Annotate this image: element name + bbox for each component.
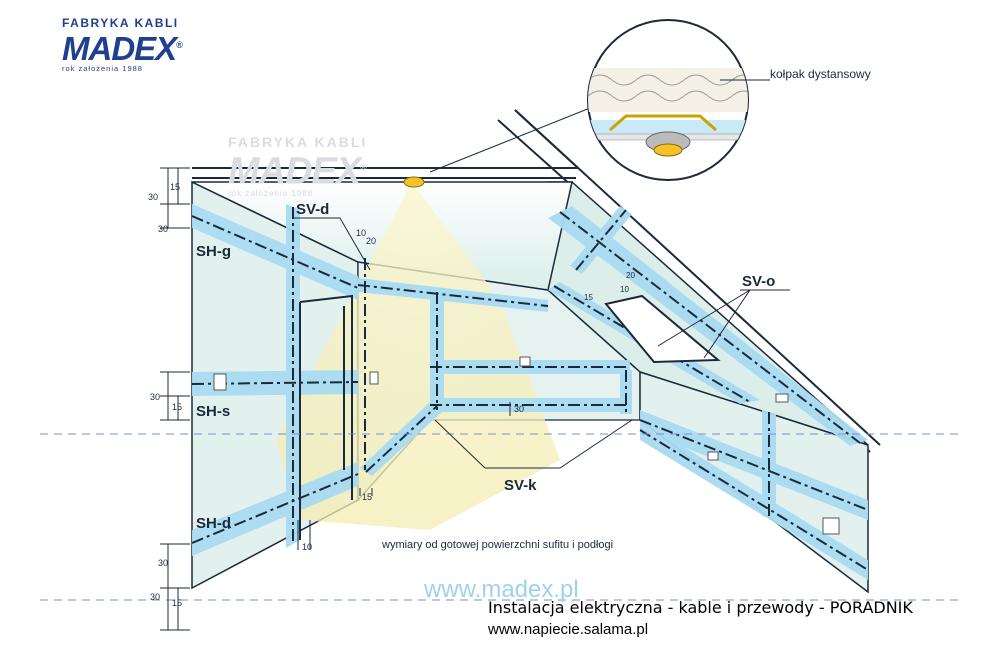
dim-15-bottom: 15: [172, 598, 182, 608]
dim-30-top: 30: [148, 192, 158, 202]
line-diag: [365, 405, 438, 473]
box-back: [369, 371, 379, 385]
logo-top-text: FABRYKA KABLI: [62, 16, 179, 30]
line-ceiling: [357, 284, 549, 307]
dim-15-mid: 15: [172, 402, 182, 412]
line-sh-g: [191, 215, 359, 289]
watermark-registered: ®: [360, 162, 367, 172]
roof-edge: [514, 109, 579, 169]
dim-15-door: 15: [362, 492, 372, 502]
door-frame: [299, 294, 353, 540]
dim-30-bottom: 30: [150, 592, 160, 602]
detail-inset: [587, 19, 749, 181]
dimension-lines: [160, 167, 511, 631]
band-sh-d: [192, 462, 358, 556]
line-slope-1: [559, 211, 861, 444]
logo-brand-text: MADEX: [62, 30, 177, 67]
madex-watermark: FABRYKA KABLI MADEX® rok założenia 1988: [228, 134, 403, 198]
watermark-brand-text: MADEX: [228, 150, 361, 193]
dim-15-slope: 15: [584, 293, 593, 302]
watermark-year: rok założenia 1988: [228, 188, 314, 198]
line-right-low: [639, 429, 869, 571]
label-kolpak: kołpak dystansowy: [770, 67, 871, 81]
label-sv-d: SV-d: [296, 201, 329, 218]
dim-20-slope: 20: [626, 271, 635, 280]
socket-slope: [775, 393, 789, 403]
dim-10-ceiling: 10: [356, 228, 366, 238]
cable-lines: [191, 207, 869, 571]
dim-30-back: 30: [514, 404, 524, 414]
band-sh-s: [192, 370, 358, 396]
watermark-top-text: FABRYKA KABLI: [228, 134, 368, 150]
socket-right-small: [707, 451, 719, 461]
band-back-vertical: [620, 370, 632, 414]
footer-title: Instalacja elektryczna - kable i przewod…: [488, 598, 913, 617]
madex-logo: FABRYKA KABLI MADEX® rok założenia 1988: [62, 16, 187, 73]
label-note: wymiary od gotowej powierzchni sufitu i …: [381, 539, 613, 551]
label-sh-g: SH-g: [196, 243, 231, 260]
logo-brand: MADEX®: [62, 30, 187, 67]
madex-url: www.madex.pl: [424, 576, 579, 603]
ceiling-lamp: [403, 176, 425, 188]
logo-registered: ®: [176, 40, 183, 50]
socket-right: [822, 517, 840, 535]
line-right-top: [639, 419, 869, 511]
leader-lines: [292, 107, 790, 469]
label-sh-s: SH-s: [196, 403, 230, 420]
light-beam: [276, 182, 560, 530]
ceiling-line: [192, 167, 578, 179]
logo-year: rok założenia 1988: [62, 64, 143, 73]
line-sh-d: [191, 473, 359, 544]
label-sh-d: SH-d: [196, 515, 231, 532]
dim-30-top-b: 30: [158, 224, 168, 234]
dim-10-slope: 10: [620, 285, 629, 294]
band-back-left: [430, 292, 444, 412]
watermark-brand: MADEX®: [228, 150, 403, 191]
box-back-top: [519, 356, 531, 367]
line-slope-cross: [575, 209, 627, 271]
roof-window: [604, 294, 721, 364]
dim-30-mid: 30: [150, 392, 160, 402]
dim-30-low: 30: [158, 558, 168, 568]
line-slope-2: [553, 285, 751, 403]
switch-left: [213, 373, 227, 391]
dim-10-door: 10: [302, 542, 312, 552]
dim-15-top: 15: [170, 182, 180, 192]
dim-20-ceiling: 20: [366, 236, 376, 246]
footer-site: www.napiecie.salama.pl: [488, 621, 649, 638]
band-sh-g: [192, 204, 358, 300]
label-sv-o: SV-o: [742, 273, 775, 290]
label-sv-k: SV-k: [504, 477, 537, 494]
